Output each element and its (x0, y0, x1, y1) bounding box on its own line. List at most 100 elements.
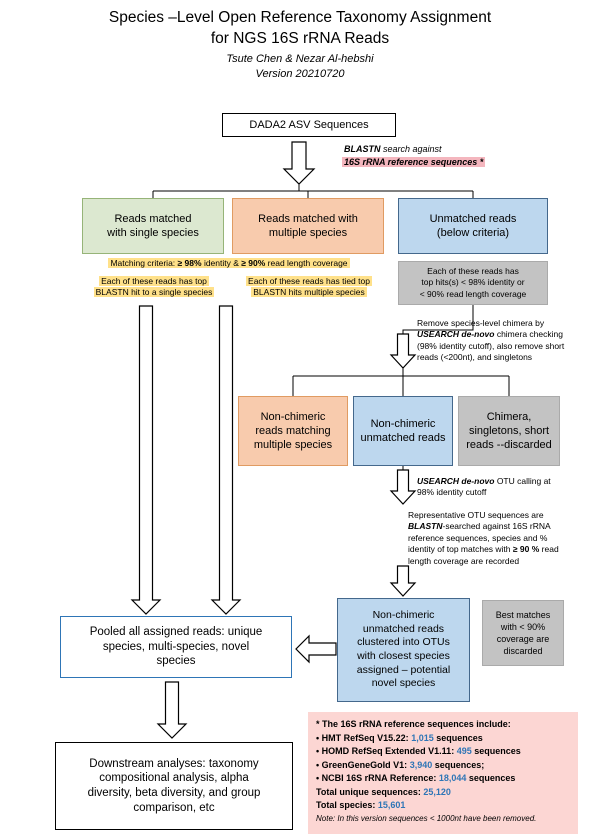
chimera-step-r1: Remove species-level chimera by (417, 318, 545, 328)
box-downstream-line4: comparison, etc (133, 801, 215, 814)
box-nonchim-multi-line3: multiple species (253, 439, 333, 452)
box-pooled-line2: species, multi-species, novel (102, 640, 250, 653)
box-best-matches-discarded: Best matches with < 90% coverage are dis… (482, 600, 564, 666)
note-multiple-line2: BLASTN hits multiple species (251, 287, 367, 298)
reference-item-hmt: • HMT RefSeq V15.22: 1,015 sequences (316, 732, 570, 746)
reference-item-ncbi-label: • NCBI 16S rRNA Reference: (316, 773, 439, 783)
reference-item-homd-suffix: sequences (471, 746, 521, 756)
criteria-r1: Matching criteria: (110, 258, 178, 268)
rep-step-r3: -searched against 16S rRNA reference seq… (408, 521, 551, 555)
authors: Tsute Chen & Nezar Al-hebshi (226, 53, 374, 65)
box-reads-single-species: Reads matched with single species (82, 198, 224, 254)
reference-item-greengene: • GreenGeneGold V1: 3,940 sequences; (316, 759, 570, 773)
rep-step-r2: BLASTN (408, 521, 443, 532)
box-best-line1: Best matches (495, 609, 551, 620)
reference-total-species-label: Total species: (316, 800, 378, 810)
matching-criteria: Matching criteria: ≥ 98% identity & ≥ 90… (70, 258, 388, 269)
reference-item-hmt-number: 1,015 (411, 732, 434, 743)
blastn-step-line2: 16S rRNA reference sequences * (342, 157, 486, 167)
reference-item-greengene-number: 3,940 (409, 759, 433, 770)
reference-item-ncbi-suffix: sequences (466, 773, 516, 783)
connector-dada2-branch (152, 183, 474, 198)
reference-sequences-box: * The 16S rRNA reference sequences inclu… (308, 712, 578, 834)
box-unmatched-reads: Unmatched reads (below criteria) (398, 198, 548, 254)
box-clustered-line1: Non-chimeric (372, 609, 435, 622)
reference-item-ncbi-number: 18,044 (438, 773, 467, 783)
box-pooled-reads: Pooled all assigned reads: unique specie… (60, 616, 292, 678)
representative-step-text: Representative OTU sequences are BLASTN-… (408, 510, 568, 567)
box-multiple-line1: Reads matched with (258, 212, 358, 225)
single-flow-long-arrow (130, 305, 162, 615)
blastn-step-rest: search against (380, 144, 442, 154)
connector-unmatched-to-chimera (402, 305, 474, 335)
note-unmatched-line2: top hits(s) < 98% identity or (421, 277, 525, 288)
box-clustered-line3: clustered into OTUs (357, 636, 450, 649)
chimera-step-r2: USEARCH de-novo (417, 329, 495, 340)
box-single-line1: Reads matched (114, 212, 192, 225)
box-nonchimeric-unmatched: Non-chimeric unmatched reads (353, 396, 453, 466)
criteria-r2: ≥ 98% (177, 258, 202, 268)
box-pooled-line3: species (156, 655, 196, 668)
box-clustered-line5: assigned – potential (356, 663, 451, 676)
box-nonchim-multi-line2: reads matching (255, 424, 331, 437)
box-chimera-discarded: Chimera, singletons, short reads --disca… (458, 396, 560, 466)
multiple-flow-long-arrow (210, 305, 242, 615)
box-clustered-line6: novel species (371, 677, 436, 690)
criteria-r5: read length coverage (265, 258, 348, 268)
box-dada2-asv-sequences: DADA2 ASV Sequences (222, 113, 396, 137)
reference-total-sequences-label: Total unique sequences: (316, 786, 424, 797)
reference-item-greengene-label: • GreenGeneGold V1: (316, 759, 410, 770)
note-unmatched-line3: < 90% read length coverage (419, 288, 527, 299)
version: Version 20210720 (255, 68, 345, 80)
box-nonchim-unmatched-line1: Non-chimeric (370, 417, 436, 430)
box-clustered-line2: unmatched reads (362, 622, 445, 635)
chimera-step-r3: chimera checking (98% identity cutoff), … (417, 329, 565, 363)
box-best-line4: discarded (503, 646, 543, 657)
note-single-line2: BLASTN hit to a single species (93, 287, 215, 298)
blastn-step-bold: BLASTN (344, 144, 381, 154)
page-title: Species –Level Open Reference Taxonomy A… (0, 8, 600, 50)
otu-step-r1: USEARCH de-novo (417, 476, 495, 486)
box-nonchim-multi-line1: Non-chimeric (260, 410, 326, 423)
box-clustered-otus: Non-chimeric unmatched reads clustered i… (337, 598, 470, 702)
pooled-down-arrow (156, 681, 188, 739)
rep-step-r4: ≥ 90 % (512, 544, 540, 555)
cluster-to-pooled-left-arrow (295, 634, 337, 664)
reference-item-homd-label: • HOMD RefSeq Extended V1.11: (316, 746, 457, 756)
note-multiple-line1: Each of these reads has tied top (246, 276, 372, 286)
reference-total-sequences-value: 25,120 (423, 786, 451, 797)
blastn-step-line1: BLASTN search against (344, 144, 442, 154)
box-reads-multiple-species: Reads matched with multiple species (232, 198, 384, 254)
box-unmatched-line1: Unmatched reads (429, 212, 517, 225)
box-discarded-line2: singletons, short (468, 424, 550, 437)
page-title-line2: for NGS 16S rRNA Reads (210, 29, 390, 47)
rep-step-r5: read length coverage are recorded (408, 544, 559, 566)
reference-total-species: Total species: 15,601 (316, 799, 570, 813)
note-single-line1: Each of these reads has top (99, 276, 209, 286)
box-discarded-line3: reads --discarded (466, 439, 552, 452)
reference-box-note: Note: In this version sequences < 1000nt… (316, 813, 537, 823)
box-best-line3: coverage are (496, 634, 550, 644)
box-nonchim-unmatched-line2: unmatched reads (360, 432, 446, 444)
note-unmatched-criteria: Each of these reads has top hits(s) < 98… (398, 261, 548, 305)
reference-total-sequences: Total unique sequences: 25,120 (316, 786, 570, 800)
reference-item-homd: • HOMD RefSeq Extended V1.11: 495 sequen… (316, 745, 570, 759)
reference-item-hmt-label: • HMT RefSeq V15.22: (316, 732, 412, 743)
connector-chimera-branch (292, 367, 510, 396)
box-downstream-analyses: Downstream analyses: taxonomy compositio… (55, 742, 293, 830)
criteria-r3: identity & (201, 258, 242, 268)
page-title-line1: Species –Level Open Reference Taxonomy A… (108, 9, 492, 26)
box-pooled-line1: Pooled all assigned reads: unique (89, 625, 263, 638)
box-downstream-line1: Downstream analyses: taxonomy (89, 757, 259, 770)
reference-item-homd-number: 495 (456, 746, 472, 756)
box-single-line2: with single species (107, 227, 199, 239)
note-unmatched-line1: Each of these reads has (427, 265, 519, 276)
box-discarded-line1: Chimera, (486, 410, 532, 423)
note-single-species: Each of these reads has top BLASTN hit t… (80, 276, 228, 299)
box-downstream-line2: compositional analysis, alpha (99, 772, 249, 785)
chimera-step-text: Remove species-level chimera by USEARCH … (417, 318, 569, 364)
blastn-down-arrow (282, 141, 316, 185)
reference-item-hmt-suffix: sequences (433, 732, 483, 743)
